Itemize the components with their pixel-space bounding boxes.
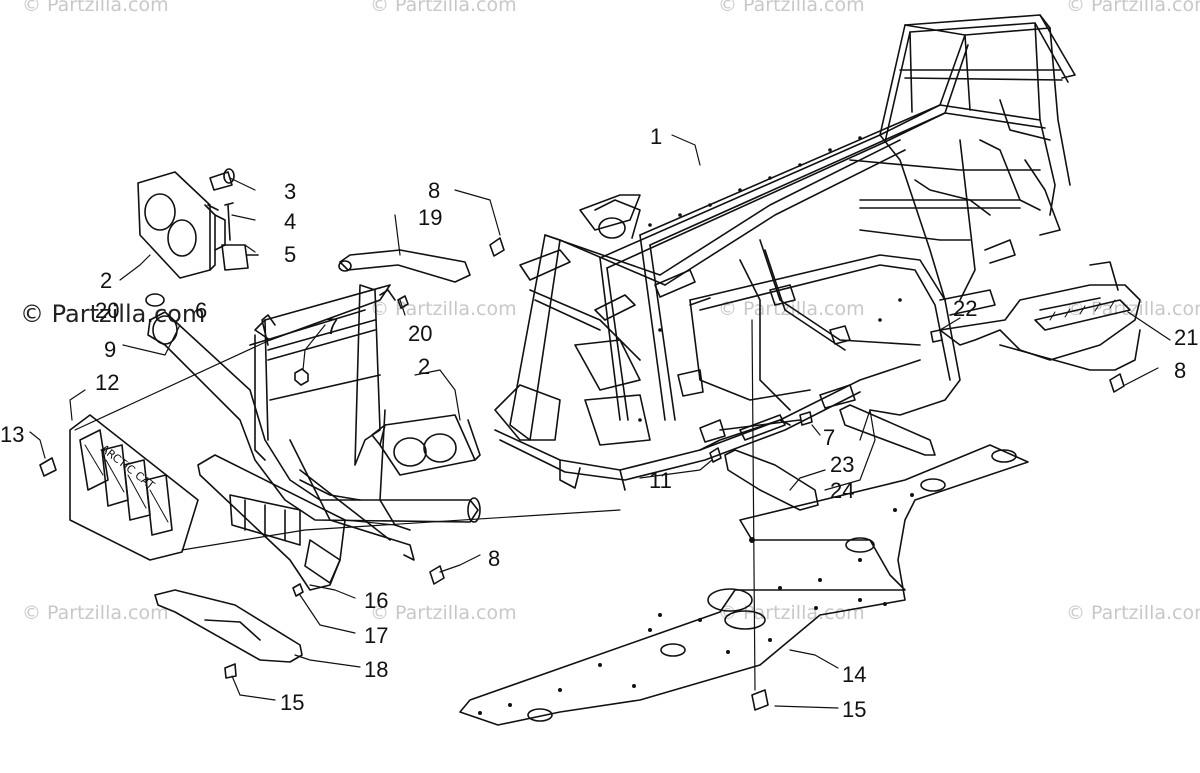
front-skid <box>155 590 302 662</box>
callout-20: 20 <box>95 298 120 323</box>
watermark: © Partzilla.com <box>370 0 517 16</box>
callout-8: 8 <box>488 546 501 571</box>
callout-12: 12 <box>95 370 120 395</box>
headlight-left <box>138 172 225 278</box>
callout-20: 20 <box>408 321 433 346</box>
leader-lines <box>30 135 1170 708</box>
callout-5: 5 <box>284 242 297 267</box>
callout-24: 24 <box>830 478 855 503</box>
callout-13: 13 <box>0 422 25 447</box>
callout-4: 4 <box>284 209 297 234</box>
grille-brand-lettering: ARCTIC CAT <box>98 442 157 492</box>
callout-8: 8 <box>428 178 441 203</box>
callout-3: 3 <box>284 179 297 204</box>
headlight-grommet <box>146 294 164 306</box>
main-frame <box>495 15 1075 490</box>
fasteners <box>40 238 1124 710</box>
watermark: © Partzilla.com <box>370 298 517 320</box>
callout-17: 17 <box>364 623 389 648</box>
callout-21: 21 <box>1174 325 1199 350</box>
watermark: © Partzilla.com <box>22 0 169 16</box>
skid-plate <box>460 445 1028 725</box>
headlight-bracket <box>222 245 248 270</box>
callout-9: 9 <box>104 337 117 362</box>
callout-6: 6 <box>195 298 208 323</box>
bumper-guard <box>198 455 345 590</box>
headlight-screw <box>228 205 230 240</box>
watermark: © Partzilla.com <box>1066 602 1200 624</box>
footrest <box>940 262 1140 370</box>
callout-15: 15 <box>842 697 867 722</box>
watermark: © Partzilla.com <box>1066 0 1200 16</box>
headlight-right <box>372 415 480 475</box>
callout-22: 22 <box>953 296 978 321</box>
rail-lower <box>725 450 818 510</box>
front-grille <box>70 415 198 560</box>
callout-8: 8 <box>1174 358 1187 383</box>
watermark-dark: © Partzilla.com <box>20 300 206 328</box>
callout-15: 15 <box>280 690 305 715</box>
callout-19: 19 <box>418 205 443 230</box>
front-bumper <box>148 285 480 560</box>
callout-2: 2 <box>418 354 431 379</box>
callout-1: 1 <box>650 124 663 149</box>
callout-14: 14 <box>842 662 867 687</box>
callout-11: 11 <box>649 468 672 493</box>
callout-23: 23 <box>830 452 855 477</box>
watermark: © Partzilla.com <box>370 602 517 624</box>
callout-16: 16 <box>364 588 389 613</box>
mount-bracket <box>339 250 470 282</box>
watermark: © Partzilla.com <box>718 298 865 320</box>
watermark: © Partzilla.com <box>718 0 865 16</box>
rail-upper <box>840 405 935 455</box>
callout-2: 2 <box>100 268 113 293</box>
callout-7: 7 <box>823 425 836 450</box>
watermark: © Partzilla.com <box>22 602 169 624</box>
headlight-bolt <box>210 169 234 190</box>
callout-18: 18 <box>364 657 389 682</box>
callout-7: 7 <box>326 314 339 339</box>
